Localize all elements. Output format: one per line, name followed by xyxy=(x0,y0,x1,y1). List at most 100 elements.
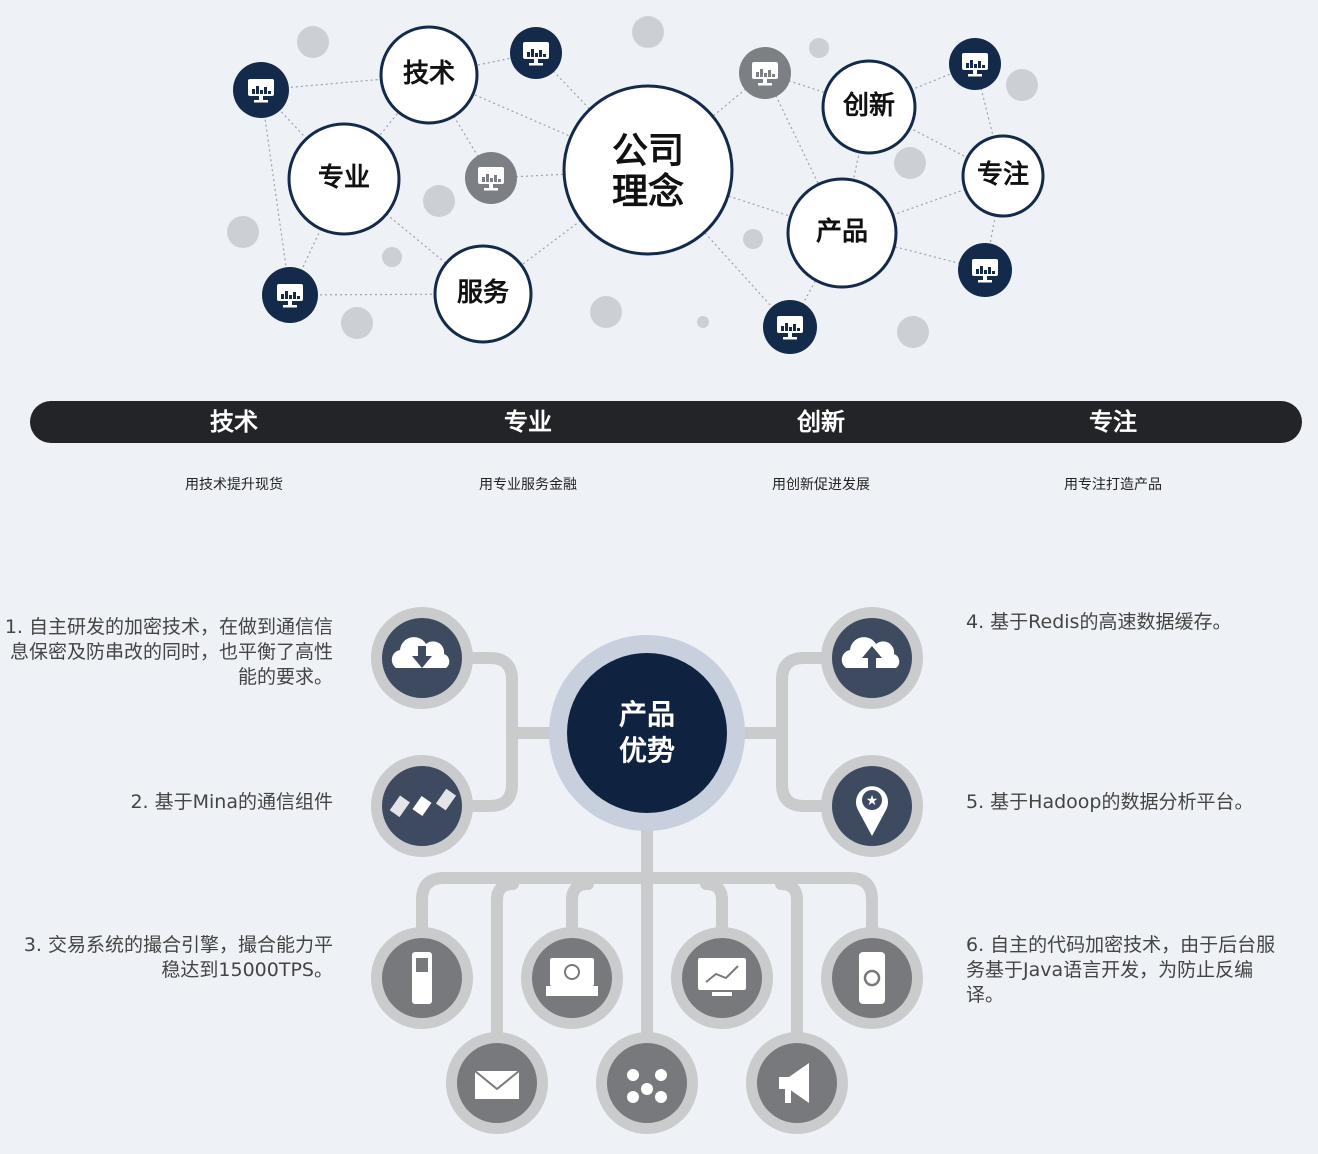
person xyxy=(655,1069,667,1081)
bar xyxy=(992,271,995,274)
pin-hole xyxy=(862,790,882,810)
stand xyxy=(259,96,263,100)
decor-dot xyxy=(894,147,926,179)
concept-node-label: 服务 xyxy=(456,278,510,309)
decor-dot xyxy=(590,296,622,328)
decor-dot xyxy=(809,38,829,58)
concept-node xyxy=(433,244,533,344)
value-subtitle: 用技术提升现货 xyxy=(185,477,283,493)
monitor-chart-icon xyxy=(671,927,773,1029)
monitor-chart-icon xyxy=(958,243,1012,297)
people-group-icon xyxy=(596,1032,698,1134)
center-line: 优势 xyxy=(618,734,676,767)
stand xyxy=(973,70,977,74)
envelope xyxy=(475,1071,519,1099)
connector-line xyxy=(776,652,830,812)
bar xyxy=(264,87,267,94)
base xyxy=(484,188,498,191)
connector-line xyxy=(491,878,519,1041)
value-title: 专业 xyxy=(504,408,552,436)
satellite-icon xyxy=(371,755,473,857)
bar xyxy=(760,69,763,77)
connector-line xyxy=(464,652,518,812)
bar xyxy=(984,270,987,274)
connector-line xyxy=(566,878,594,936)
concept-node xyxy=(379,25,479,125)
phone-screen xyxy=(416,958,428,972)
bar xyxy=(268,91,271,94)
bar xyxy=(297,296,300,299)
value-title: 创新 xyxy=(797,408,845,436)
feature-5: 5. 基于Hadoop的数据分析平台。 xyxy=(966,791,1254,813)
megaphone xyxy=(779,1063,809,1103)
base xyxy=(529,63,543,66)
bar xyxy=(793,324,796,331)
base xyxy=(283,305,297,308)
bar xyxy=(756,72,759,77)
value-subtitle: 用专注打造产品 xyxy=(1064,477,1162,493)
concept-node-label: 专业 xyxy=(317,163,371,194)
center-line: 理念 xyxy=(611,172,685,213)
bar xyxy=(980,266,983,274)
decor-dot xyxy=(382,247,402,267)
center-circle xyxy=(567,653,727,813)
bar xyxy=(768,70,771,77)
center-line: 公司 xyxy=(611,130,685,172)
decor-dot xyxy=(423,185,455,217)
globe xyxy=(564,964,580,980)
decor-dot xyxy=(632,16,664,48)
bar xyxy=(293,292,296,299)
bar xyxy=(486,174,489,182)
decor-dot xyxy=(341,307,373,339)
bar xyxy=(978,61,981,68)
decor-dot xyxy=(227,216,259,248)
chart-line xyxy=(705,965,739,983)
stand xyxy=(788,333,792,337)
bar xyxy=(764,73,767,77)
decor-dot xyxy=(1006,69,1038,101)
concept-node xyxy=(786,177,898,289)
concept-node xyxy=(821,59,917,155)
bar xyxy=(797,328,800,331)
feature-4: 4. 基于Redis的高速数据缓存。 xyxy=(966,611,1232,633)
bar xyxy=(966,63,969,68)
person xyxy=(627,1091,639,1103)
stand xyxy=(763,79,767,83)
stand xyxy=(288,301,292,305)
bar xyxy=(988,267,991,274)
concept-node-label: 技术 xyxy=(402,59,456,90)
decor-dot xyxy=(697,316,709,328)
bar xyxy=(281,294,284,299)
bar xyxy=(976,269,979,274)
person xyxy=(627,1069,639,1081)
base xyxy=(254,100,268,103)
touch xyxy=(863,969,881,987)
concept-node xyxy=(961,134,1045,218)
stand xyxy=(534,59,538,63)
person xyxy=(641,1083,653,1095)
concept-node-label: 产品 xyxy=(815,217,869,248)
satellite-body xyxy=(412,796,432,816)
concept-node-label: 专注 xyxy=(976,160,1030,191)
center-line: 产品 xyxy=(618,698,676,731)
value-title: 专注 xyxy=(1089,408,1137,436)
smartphone-touch-icon xyxy=(821,927,923,1029)
bar xyxy=(260,90,263,94)
bar xyxy=(252,89,255,94)
bar xyxy=(535,53,538,57)
bar xyxy=(527,52,530,57)
feature-1: 1. 自主研发的加密技术，在做到通信信息保密及防串改的同时，也平衡了高性能的要求… xyxy=(4,616,333,688)
panel xyxy=(435,788,457,811)
bar xyxy=(531,49,534,57)
connector-line xyxy=(775,878,803,1041)
monitor-chart-icon xyxy=(763,300,817,354)
bar xyxy=(539,50,542,57)
laptop-globe-icon xyxy=(521,927,623,1029)
bar xyxy=(543,54,546,57)
stand xyxy=(489,184,493,188)
base xyxy=(978,280,992,283)
bar xyxy=(785,323,788,331)
panel xyxy=(389,795,410,818)
keyboard xyxy=(546,986,598,996)
bar xyxy=(490,178,493,182)
